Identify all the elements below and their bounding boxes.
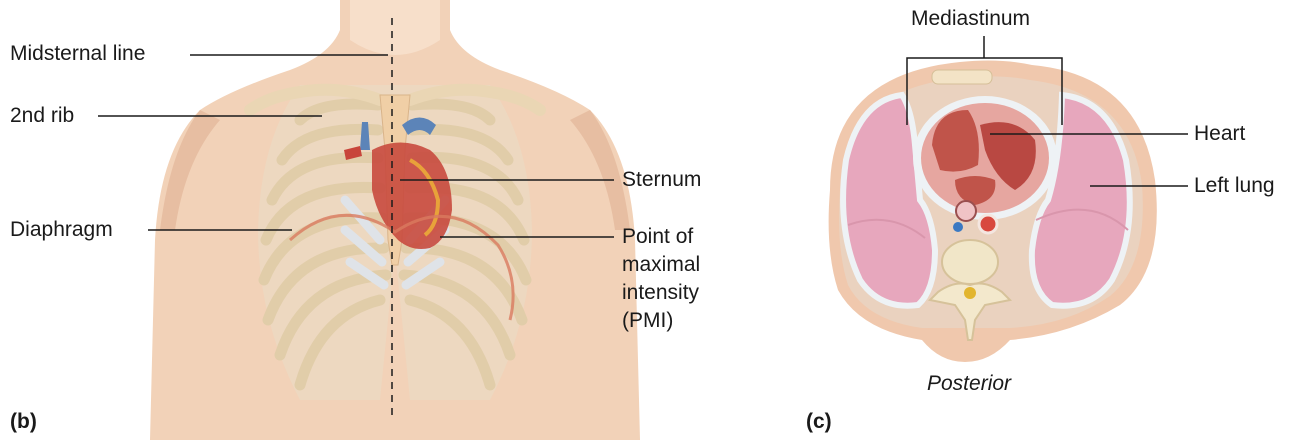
label-second-rib: 2nd rib (10, 104, 74, 128)
label-pmi-line3: intensity (622, 281, 699, 305)
label-sternum: Sternum (622, 168, 701, 192)
label-posterior: Posterior (927, 372, 1011, 396)
spinal-cord (964, 287, 976, 299)
neck-shadow (350, 0, 440, 55)
aorta-section (979, 215, 997, 233)
label-left-lung: Left lung (1194, 174, 1275, 198)
vena-section (953, 222, 963, 232)
label-pmi-line1: Point of (622, 225, 693, 249)
panel-letter-b: (b) (10, 410, 37, 434)
vertebral-body (942, 240, 998, 284)
sternum-section (932, 70, 992, 84)
label-diaphragm: Diaphragm (10, 218, 113, 242)
label-pmi-line4: (PMI) (622, 309, 673, 333)
label-mediastinum: Mediastinum (911, 7, 1030, 31)
panel-b-illustration (150, 0, 640, 440)
panel-c-illustration (829, 61, 1157, 362)
label-pmi-line2: maximal (622, 253, 700, 277)
panel-letter-c: (c) (806, 410, 832, 434)
label-heart: Heart (1194, 122, 1245, 146)
label-midsternal-line: Midsternal line (10, 42, 145, 66)
esophagus (956, 201, 976, 221)
